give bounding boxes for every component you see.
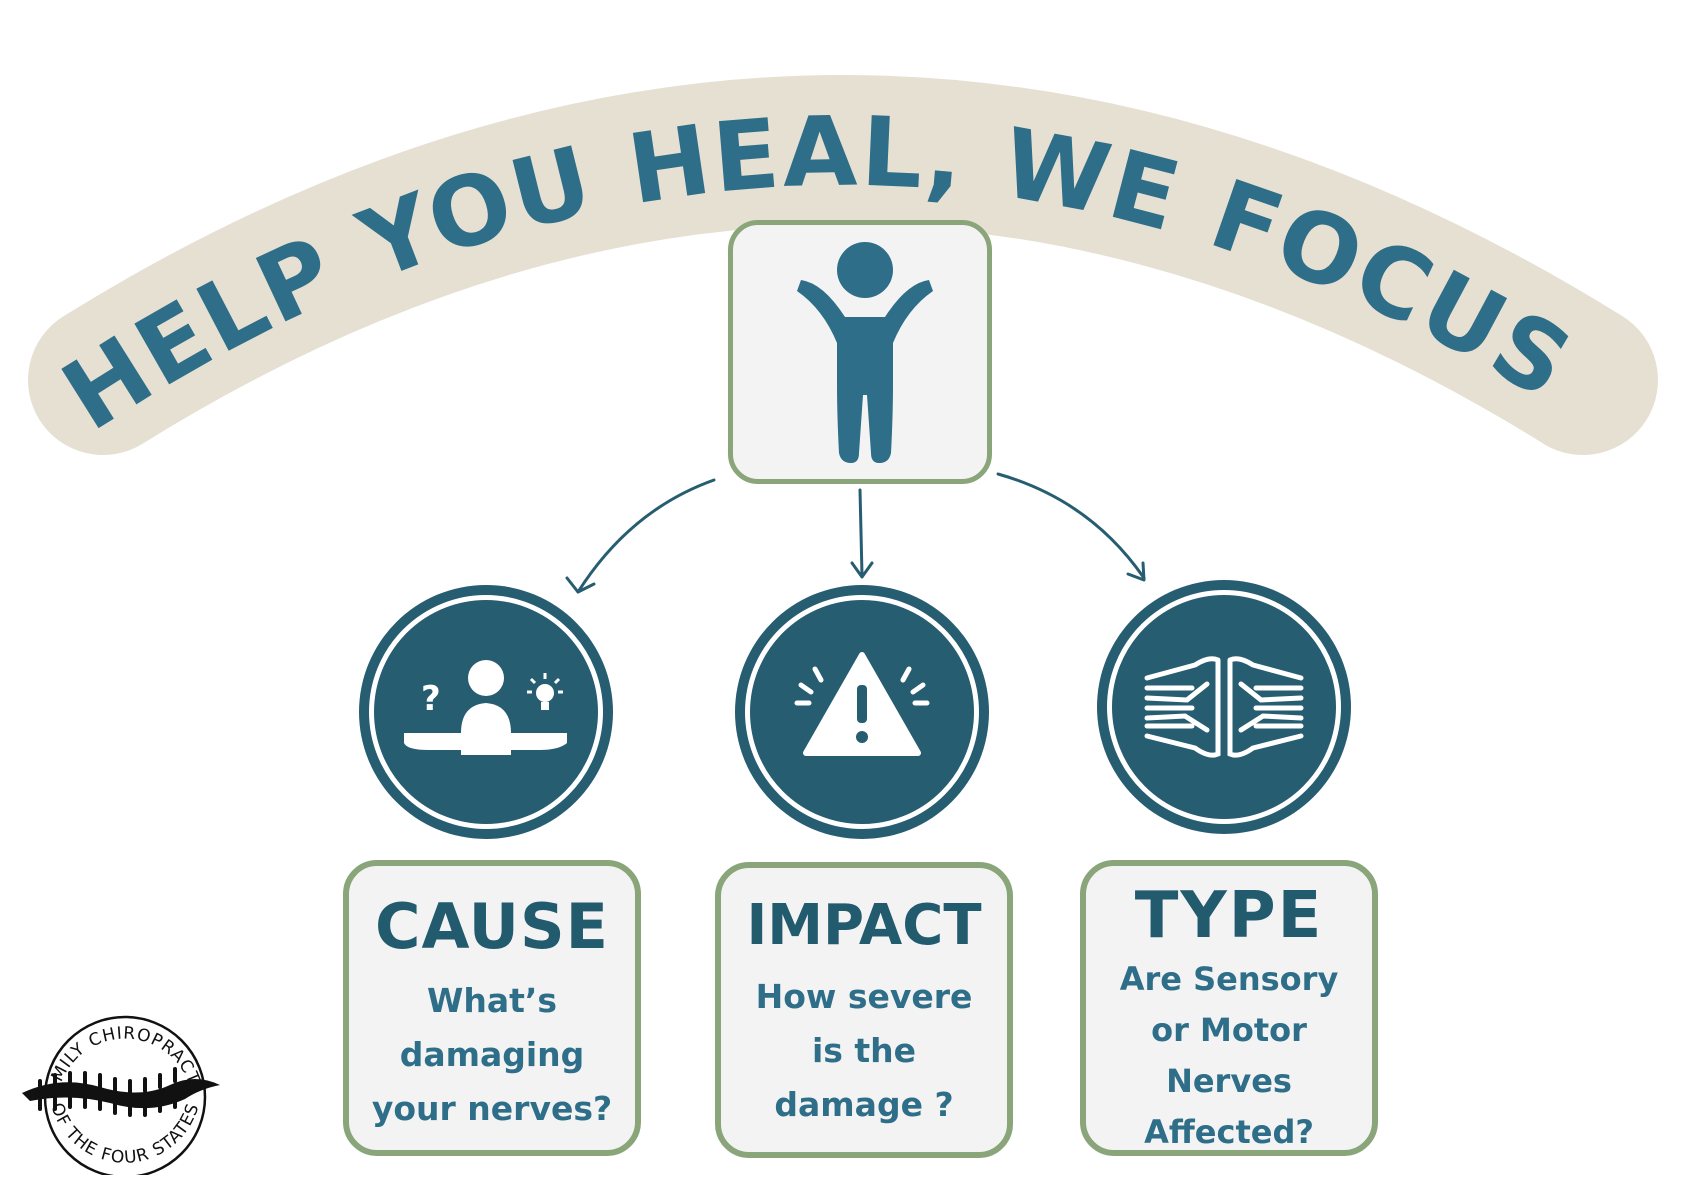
type-description: Are Sensory or Motor Nerves Affected?	[1119, 960, 1339, 1151]
type-title: TYPE	[1134, 879, 1324, 953]
impact-description: How severe is the damage ?	[755, 977, 973, 1124]
center-figure-box	[728, 220, 992, 484]
arrow-head-type	[1126, 561, 1146, 582]
logo-bottom-text: OF THE FOUR STATES	[46, 1100, 203, 1168]
arrow-head-impact	[850, 561, 874, 579]
cause-circle: ?	[359, 585, 613, 839]
impact-title: IMPACT	[746, 893, 982, 958]
cause-description: What’s damaging your nerves?	[371, 981, 613, 1128]
cause-card: CAUSE What’s damaging your nerves?	[343, 860, 641, 1156]
connector-arrows	[565, 472, 1146, 594]
impact-circle	[735, 585, 989, 839]
arrow-head-cause	[565, 576, 596, 594]
svg-text:?: ?	[421, 679, 441, 719]
arrow-to-impact	[858, 488, 864, 577]
arrow-to-type	[996, 472, 1146, 580]
nerve-fibers-icon	[1144, 656, 1304, 758]
cause-title: CAUSE	[375, 890, 609, 963]
impact-card: IMPACT How severe is the damage ?	[715, 862, 1013, 1158]
person-question-lightbulb-icon: ?	[404, 660, 567, 755]
clinic-logo: FAMILY CHIROPRACTIC OF THE FOUR STATES	[20, 1015, 220, 1175]
arrow-to-cause	[576, 478, 716, 594]
person-standing-icon	[797, 242, 933, 463]
warning-triangle-icon	[794, 652, 930, 756]
type-card: TYPE Are Sensory or Motor Nerves Affecte…	[1080, 860, 1378, 1156]
spine-icon	[22, 1067, 220, 1117]
type-circle	[1097, 580, 1351, 834]
